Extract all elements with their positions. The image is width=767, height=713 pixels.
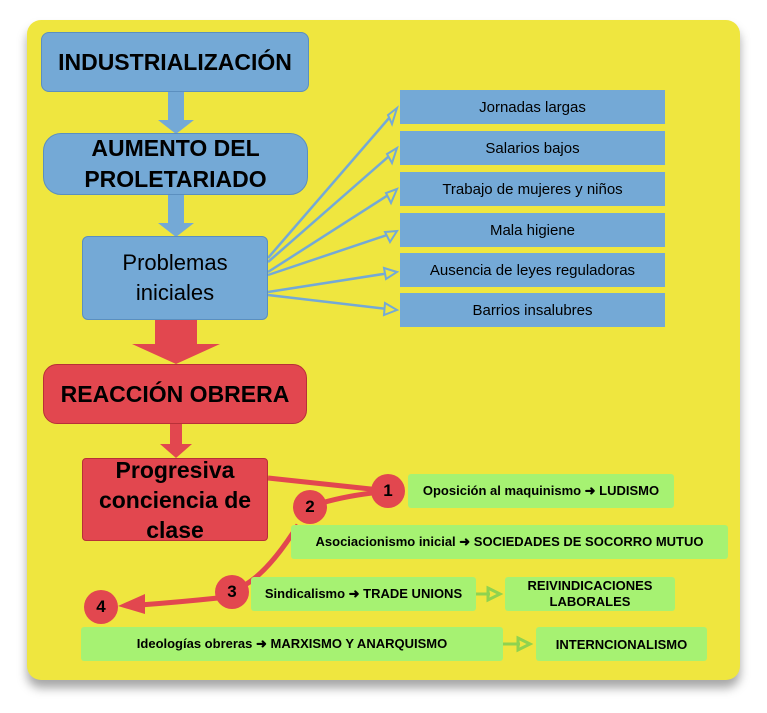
- problem-item: Barrios insalubres: [400, 293, 665, 327]
- step-2-box: Asociacionismo inicial ➜ SOCIEDADES DE S…: [291, 525, 728, 559]
- conciencia-clase-box: Progresiva conciencia de clase: [82, 457, 268, 543]
- problem-item: Trabajo de mujeres y niños: [400, 172, 665, 206]
- reaccion-obrera-box: REACCIÓN OBRERA: [43, 364, 307, 424]
- arrow-to-4: [118, 594, 145, 614]
- problem-arrows: [267, 109, 397, 312]
- step-4-badge: 4: [84, 590, 118, 624]
- aumento-proletariado-box: AUMENTO DEL PROLETARIADO: [43, 133, 308, 195]
- problem-item: Ausencia de leyes reguladoras: [400, 253, 665, 287]
- arrow-industrializacion-aumento: [168, 92, 184, 122]
- arrow-reaccion-progresiva: [170, 424, 182, 446]
- problem-item: Salarios bajos: [400, 131, 665, 165]
- arrow-aumento-problemas: [168, 195, 184, 225]
- problemas-iniciales-box: Problemas iniciales: [82, 236, 268, 320]
- internacionalismo-box: INTERNCIONALISMO: [536, 627, 707, 661]
- step-2-badge: 2: [293, 490, 327, 524]
- step-1-badge: 1: [371, 474, 405, 508]
- problem-item: Mala higiene: [400, 213, 665, 247]
- industrializacion-box: INDUSTRIALIZACIÓN: [41, 32, 309, 92]
- arrow-problemas-reaccion: [155, 320, 197, 346]
- reivindicaciones-box: REIVINDICACIONES LABORALES: [505, 577, 675, 611]
- step-3-box: Sindicalismo ➜ TRADE UNIONS: [251, 577, 476, 611]
- step-4-box: Ideologías obreras ➜ MARXISMO Y ANARQUIS…: [81, 627, 503, 661]
- step-1-box: Oposición al maquinismo ➜ LUDISMO: [408, 474, 674, 508]
- step-3-badge: 3: [215, 575, 249, 609]
- problem-item: Jornadas largas: [400, 90, 665, 124]
